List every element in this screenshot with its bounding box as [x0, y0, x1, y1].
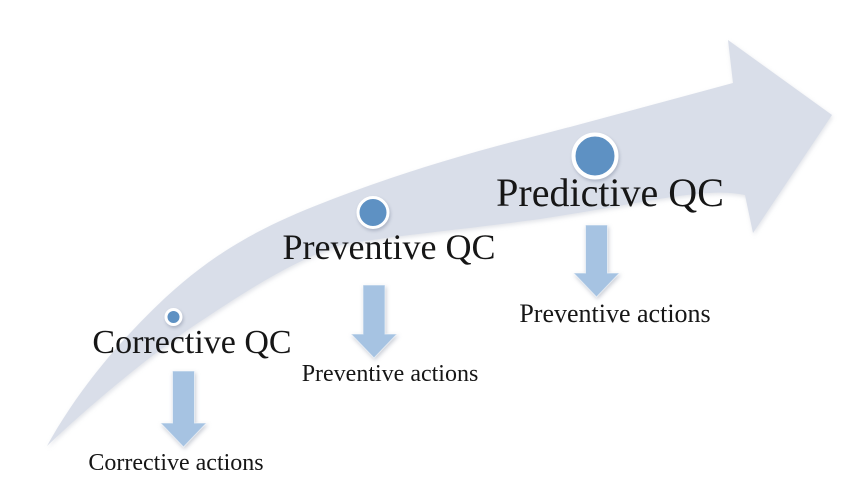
stage-action-label-corrective: Corrective actions	[88, 450, 264, 476]
down-arrow-icon-preventive	[349, 284, 399, 359]
down-arrow-icon-predictive	[572, 224, 621, 298]
stage-qc-label-predictive: Predictive QC	[496, 170, 724, 215]
stage-marker-dot-preventive	[356, 196, 390, 229]
stage-marker-dot-corrective	[164, 308, 183, 326]
stage-qc-label-corrective: Corrective QC	[92, 324, 292, 361]
down-arrow-icon-corrective	[159, 370, 208, 448]
stage-qc-label-preventive: Preventive QC	[282, 227, 496, 267]
stage-action-label-predictive: Preventive actions	[519, 299, 711, 328]
stage-marker-dot-predictive	[571, 132, 619, 180]
stage-action-label-preventive: Preventive actions	[301, 361, 479, 387]
ascending-trend-arrow-icon	[47, 40, 832, 446]
